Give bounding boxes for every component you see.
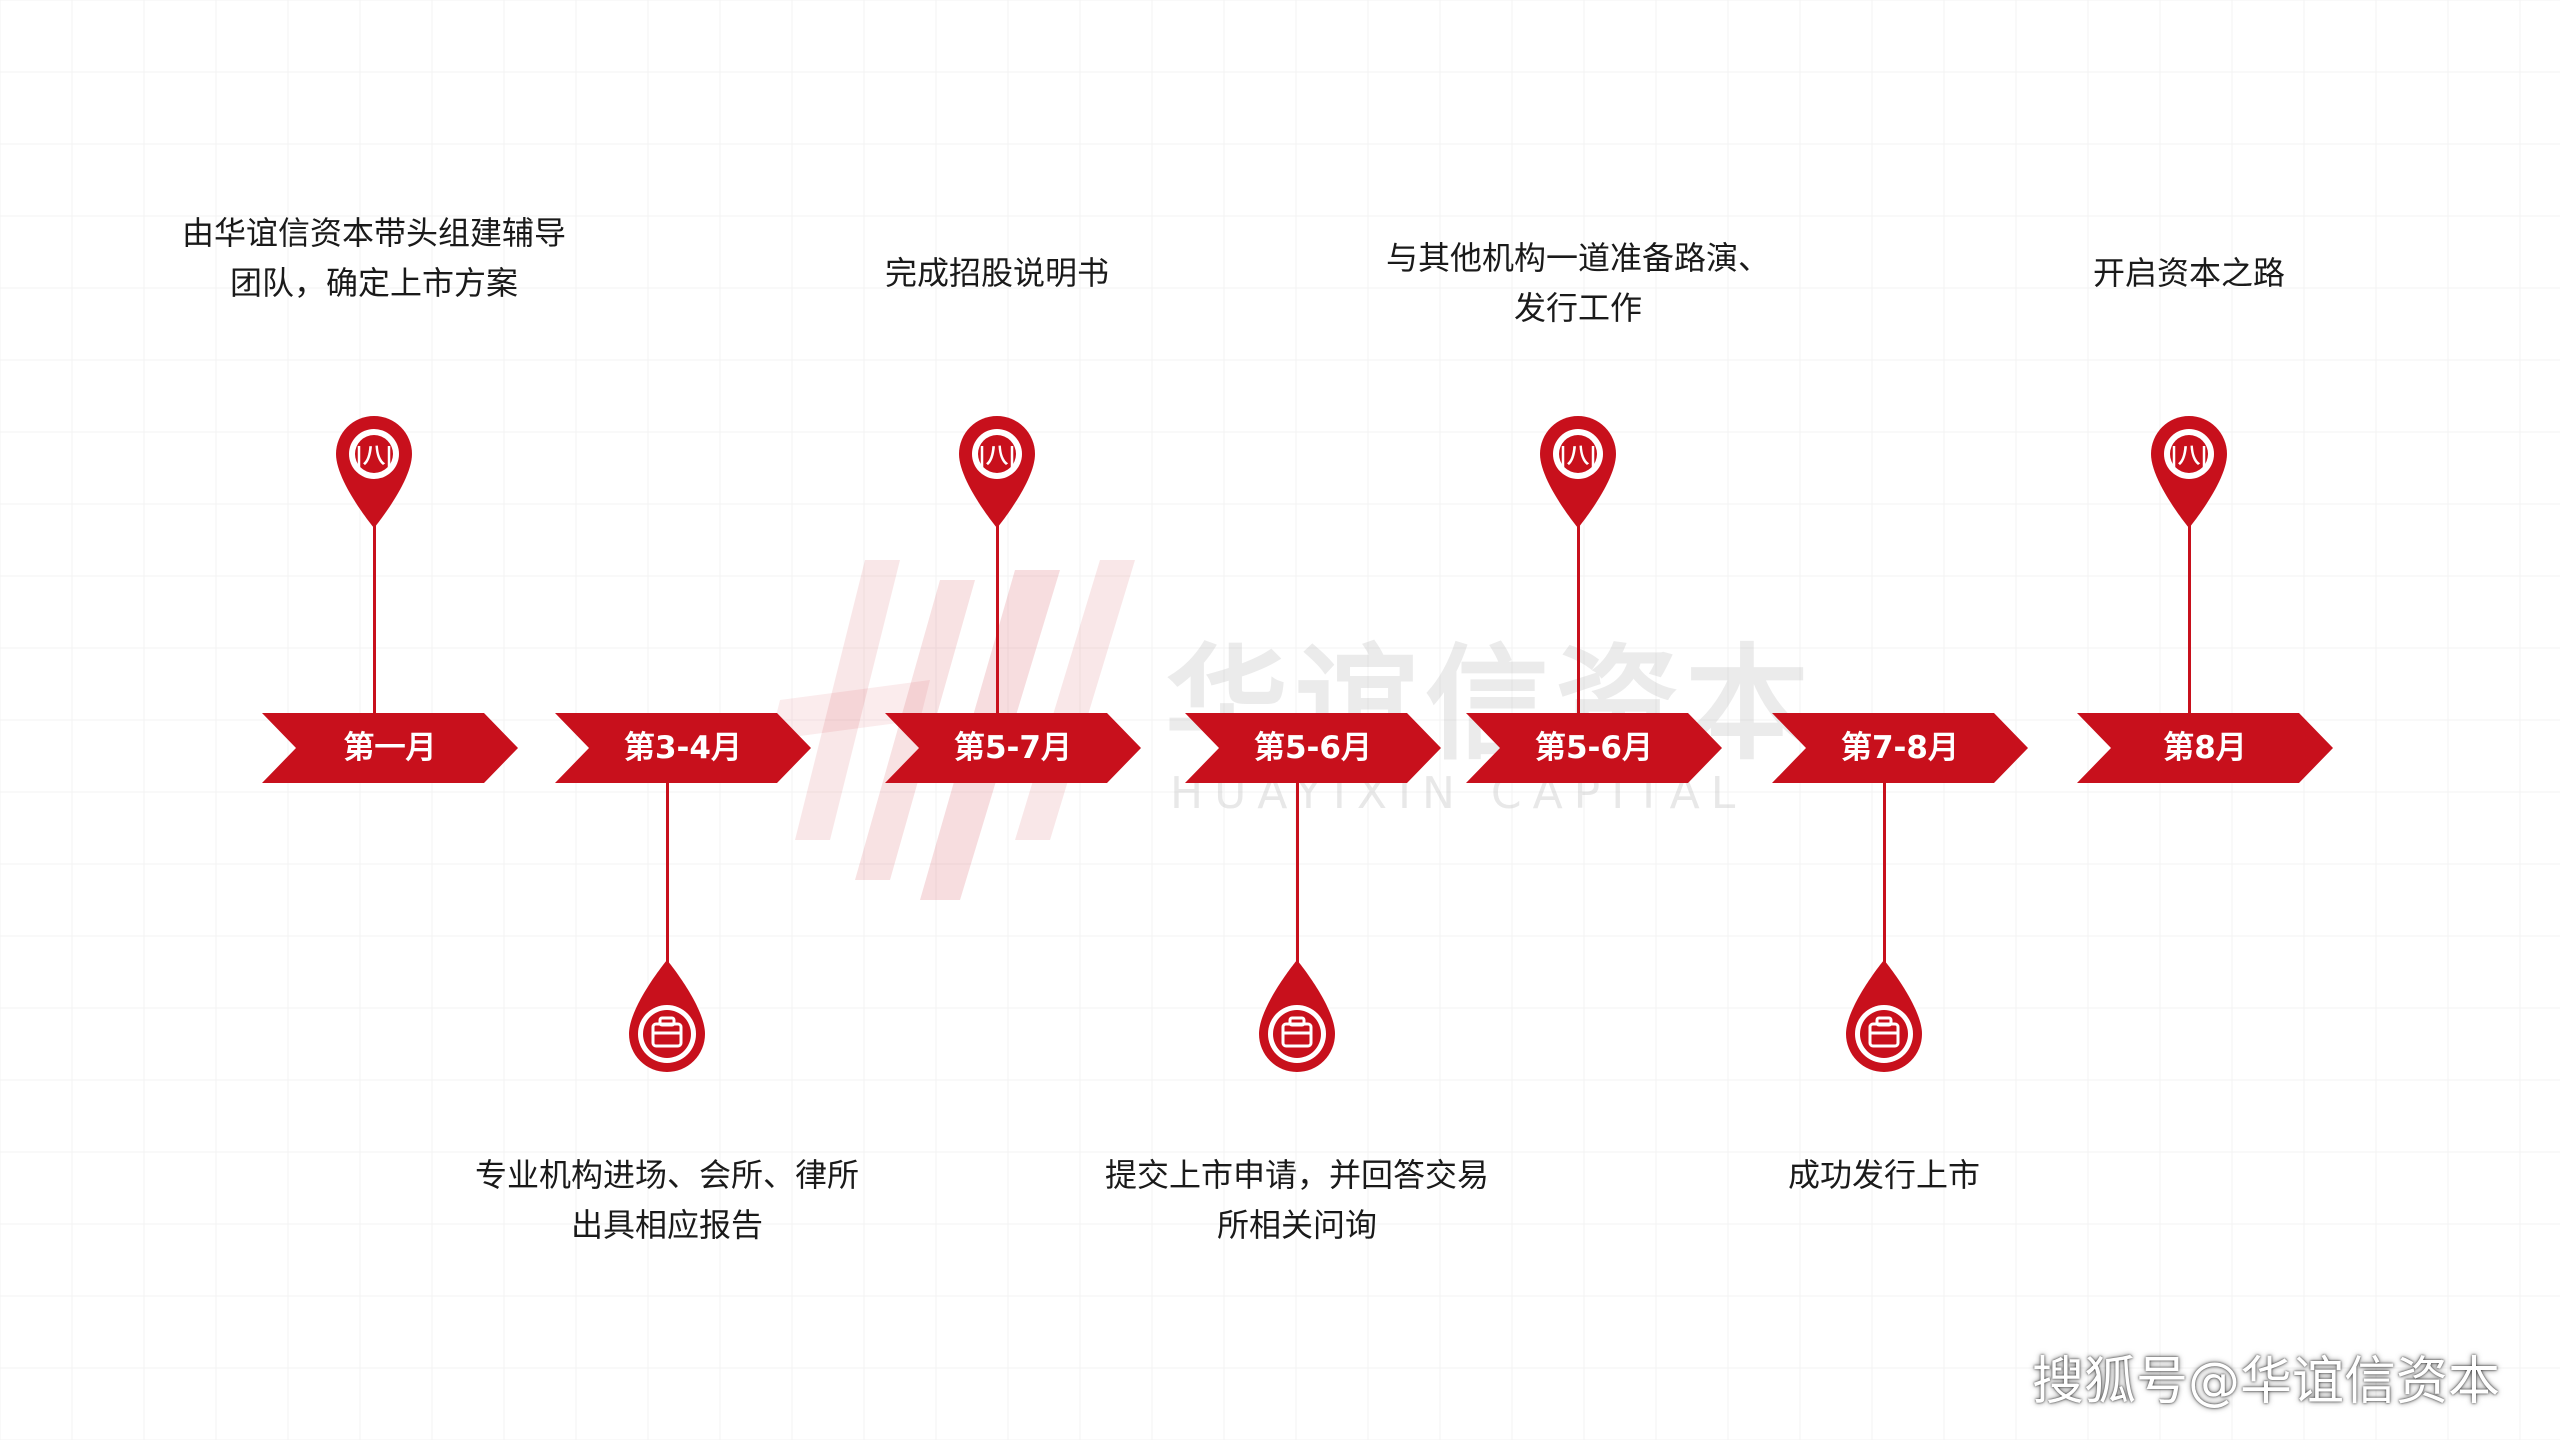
description-line: 完成招股说明书 xyxy=(884,254,1109,292)
timeline-connector xyxy=(666,779,669,966)
timeline-step-description: 成功发行上市 xyxy=(1584,1150,2184,1200)
timeline-connector xyxy=(1883,779,1886,966)
timeline-connector xyxy=(2188,520,2191,719)
description-line: 与其他机构一道准备路演、 xyxy=(1385,239,1770,277)
timeline-step-arrow: 第3-4月 xyxy=(555,713,811,783)
timeline-connector xyxy=(373,520,376,719)
timeline-step-label: 第8月 xyxy=(2163,730,2247,766)
description-line: 所相关问询 xyxy=(1216,1206,1377,1244)
description-line: 出具相应报告 xyxy=(570,1206,763,1244)
timeline-step-arrow: 第8月 xyxy=(2077,713,2333,783)
description-line: 由华谊信资本带头组建辅导 xyxy=(181,214,566,252)
svg-text:|八|: |八| xyxy=(355,444,393,469)
description-line: 团队，确定上市方案 xyxy=(229,264,518,302)
footer-credit: 搜狐号@华谊信资本 xyxy=(2031,1352,2500,1412)
pin-badge-icon: |八| xyxy=(1536,412,1620,528)
timeline-step-label: 第5-6月 xyxy=(1534,730,1653,766)
timeline-step-description: 与其他机构一道准备路演、发行工作 xyxy=(1278,233,1878,333)
briefcase-icon xyxy=(1255,960,1339,1076)
timeline-connector xyxy=(996,520,999,719)
timeline-step-arrow: 第7-8月 xyxy=(1772,713,2028,783)
svg-text:|八|: |八| xyxy=(1559,444,1597,469)
svg-text:|八|: |八| xyxy=(2170,444,2208,469)
timeline-step-arrow: 第5-7月 xyxy=(885,713,1141,783)
timeline-step-label: 第3-4月 xyxy=(623,730,742,766)
timeline-step-arrow: 第一月 xyxy=(262,713,518,783)
timeline-step-description: 专业机构进场、会所、律所出具相应报告 xyxy=(367,1150,967,1250)
timeline-step-description: 由华谊信资本带头组建辅导团队，确定上市方案 xyxy=(74,208,674,308)
timeline-step-arrow: 第5-6月 xyxy=(1466,713,1722,783)
pin-badge-icon: |八| xyxy=(332,412,416,528)
briefcase-icon xyxy=(625,960,709,1076)
description-line: 成功发行上市 xyxy=(1787,1156,1980,1194)
description-line: 开启资本之路 xyxy=(2092,254,2285,292)
timeline-connector xyxy=(1577,520,1580,719)
description-line: 发行工作 xyxy=(1513,289,1642,327)
description-line: 专业机构进场、会所、律所 xyxy=(474,1156,859,1194)
pin-badge-icon: |八| xyxy=(955,412,1039,528)
briefcase-icon xyxy=(1842,960,1926,1076)
pin-badge-icon: |八| xyxy=(2147,412,2231,528)
timeline-step-description: 开启资本之路 xyxy=(1889,248,2489,298)
description-line: 提交上市申请，并回答交易 xyxy=(1104,1156,1489,1194)
timeline-step-label: 第7-8月 xyxy=(1840,730,1959,766)
timeline-step-label: 第一月 xyxy=(343,730,437,766)
timeline-step-description: 完成招股说明书 xyxy=(697,248,1297,298)
timeline-step-description: 提交上市申请，并回答交易所相关问询 xyxy=(997,1150,1597,1250)
timeline-connector xyxy=(1296,779,1299,966)
timeline-step-arrow: 第5-6月 xyxy=(1185,713,1441,783)
timeline-step-label: 第5-7月 xyxy=(953,730,1072,766)
timeline-step-label: 第5-6月 xyxy=(1253,730,1372,766)
svg-text:|八|: |八| xyxy=(978,444,1016,469)
